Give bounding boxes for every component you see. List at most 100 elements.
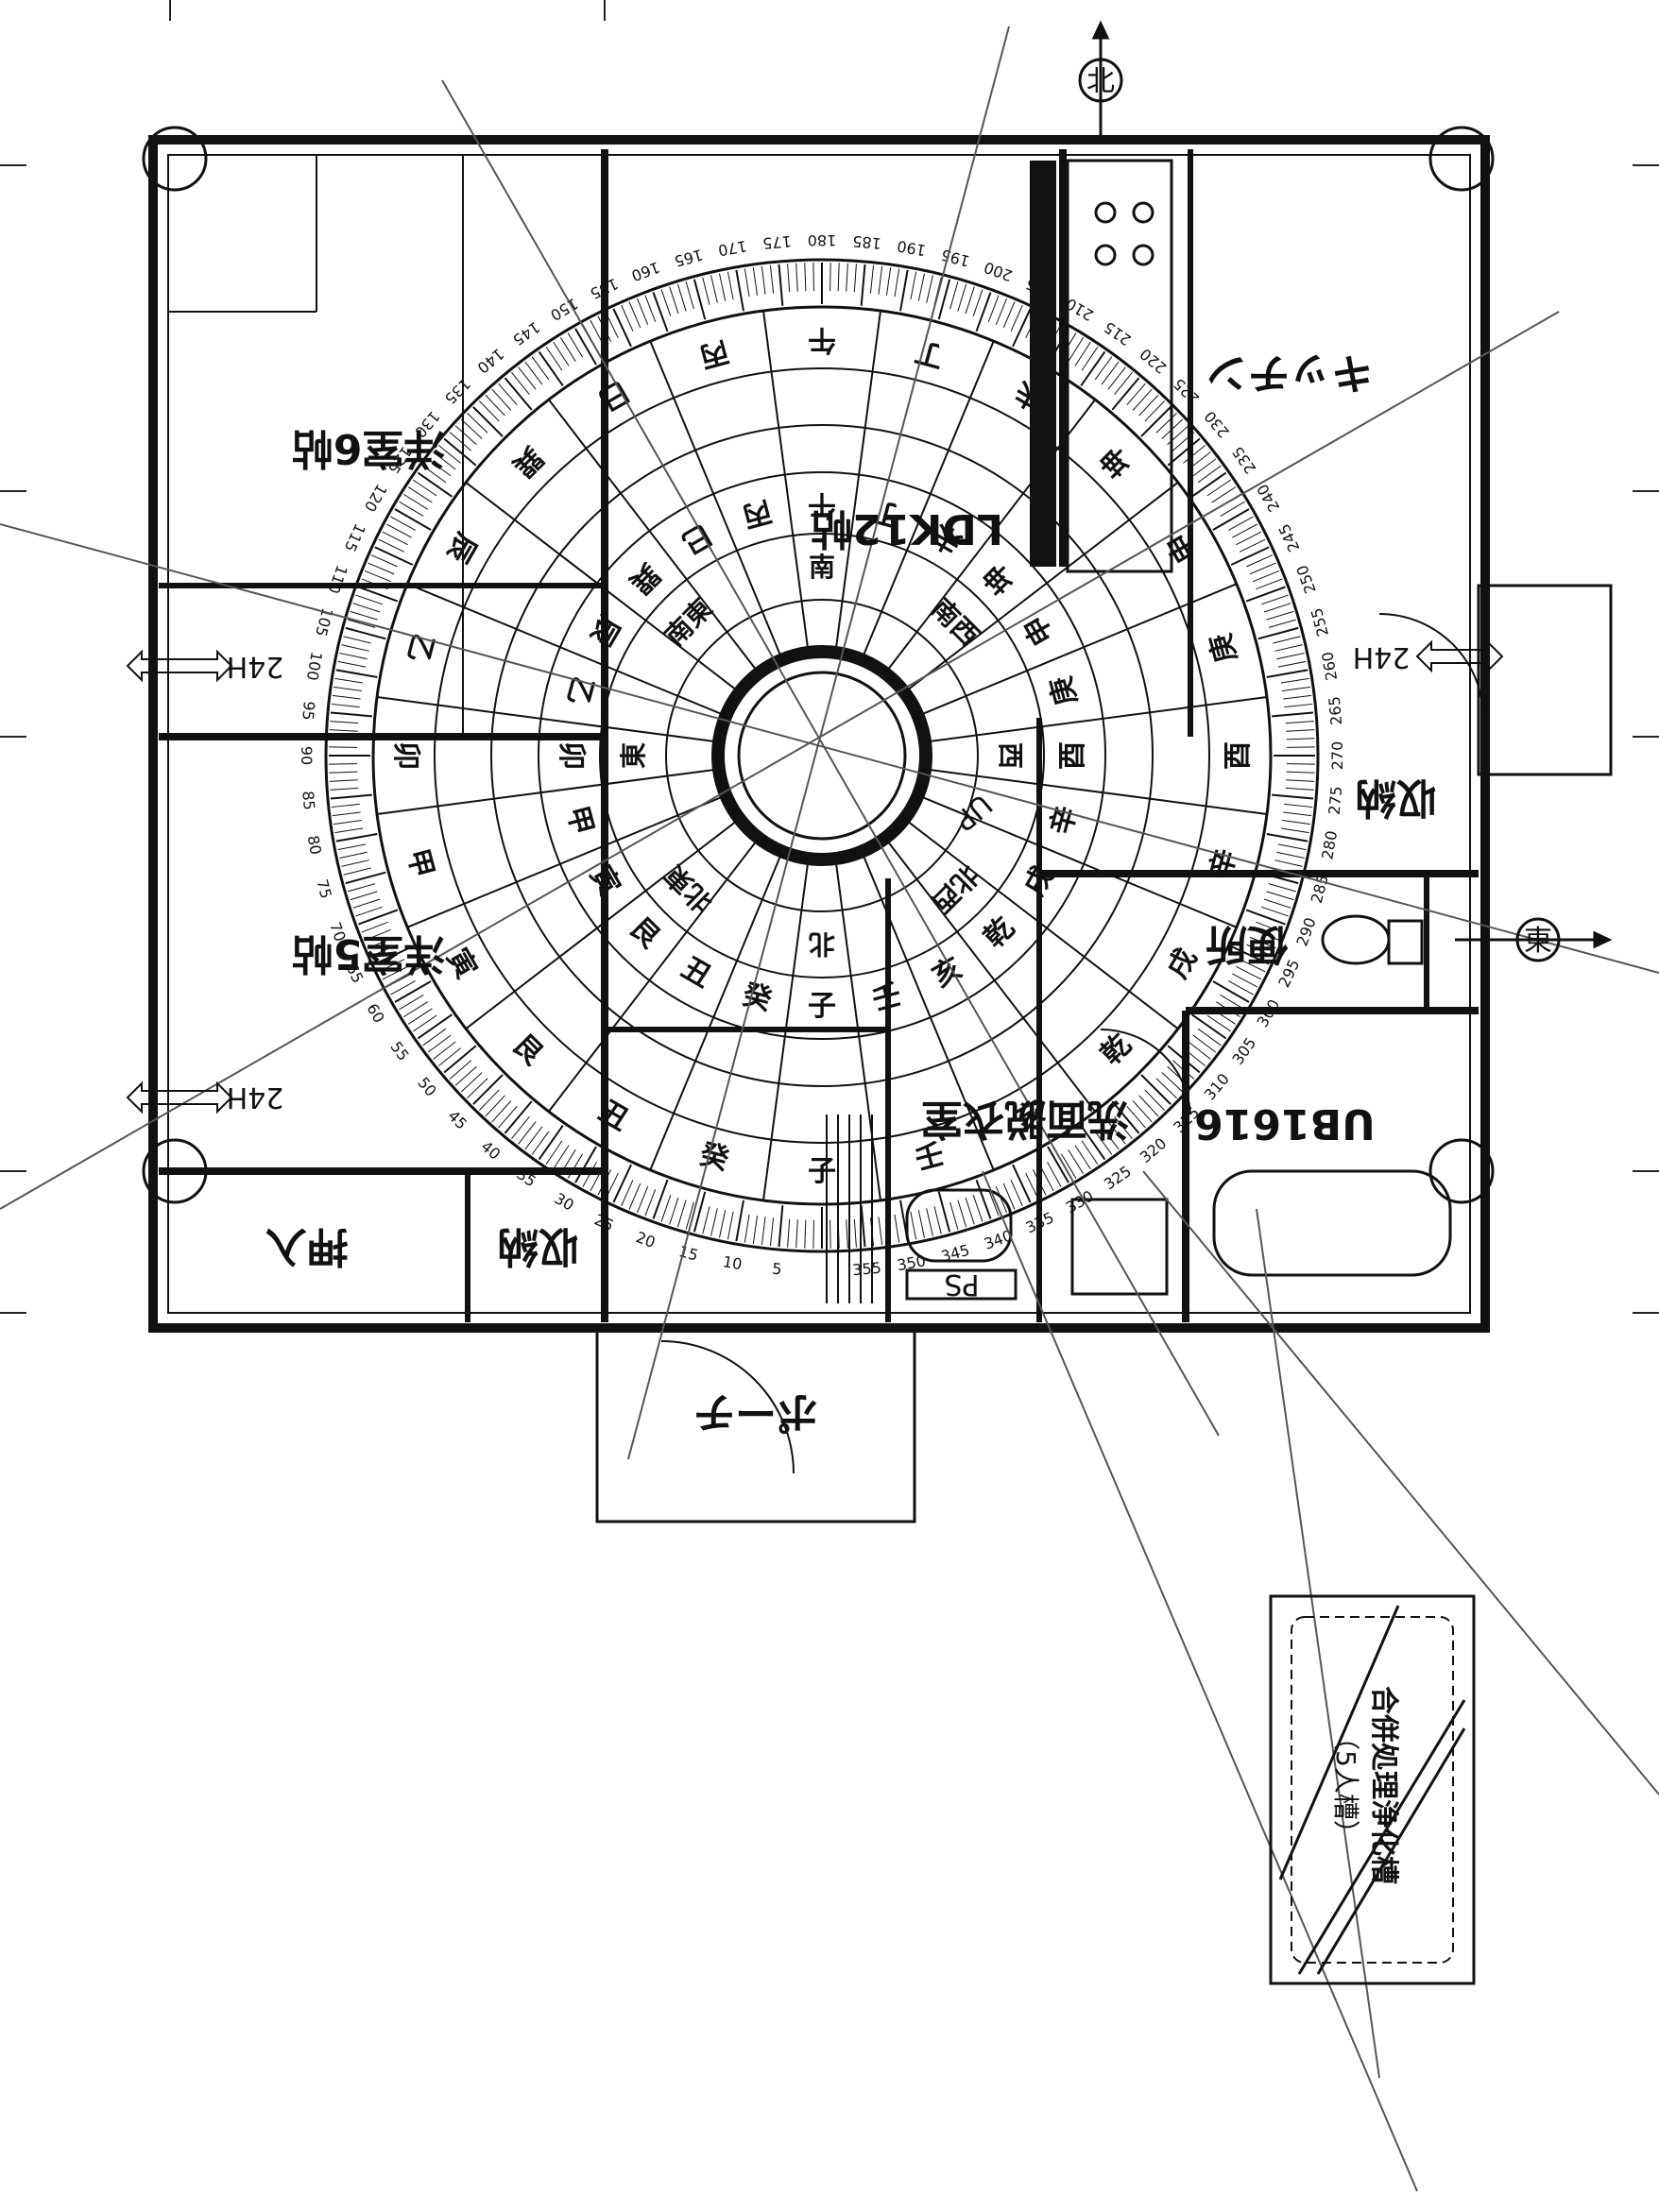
compass-rose xyxy=(324,258,1320,1253)
degree-tick xyxy=(1060,1153,1077,1179)
degree-label: 200 xyxy=(982,258,1015,284)
degree-label: 260 xyxy=(1318,651,1341,682)
degree-tick xyxy=(331,703,360,708)
stair-up-label: UP xyxy=(948,787,998,837)
degree-tick xyxy=(417,1013,453,1040)
room-ldk: LDK12帖 xyxy=(811,504,1003,553)
degree-tick xyxy=(1286,746,1315,748)
degree-tick xyxy=(334,819,362,825)
mountain-label: 戌 xyxy=(1161,944,1204,984)
degree-tick xyxy=(1266,833,1308,842)
degree-tick xyxy=(899,269,909,312)
degree-tick xyxy=(1047,1162,1062,1187)
degree-tick xyxy=(1286,779,1315,782)
degree-tick xyxy=(524,361,543,385)
degree-tick xyxy=(1283,694,1312,700)
degree-label: 220 xyxy=(1137,345,1171,377)
degree-tick xyxy=(917,1210,926,1238)
degree-label: 115 xyxy=(341,521,369,555)
degree-label: 40 xyxy=(477,1137,504,1164)
degree-tick xyxy=(636,298,649,326)
degree-tick xyxy=(1266,610,1294,621)
degree-tick xyxy=(1126,383,1146,406)
compass-spoke xyxy=(861,340,995,660)
degree-tick xyxy=(652,1179,669,1219)
degree-tick xyxy=(352,898,381,909)
degree-tick xyxy=(660,1195,672,1222)
degree-tick xyxy=(853,264,857,293)
degree-tick xyxy=(329,738,358,740)
degree-tick xyxy=(1236,965,1262,980)
degree-tick xyxy=(531,356,550,381)
degree-tick xyxy=(1039,319,1054,346)
degree-tick xyxy=(1263,603,1291,613)
degree-tick xyxy=(538,350,564,387)
degree-label: 120 xyxy=(361,481,391,515)
degree-tick xyxy=(597,1169,612,1196)
degree-tick xyxy=(718,273,727,301)
degree-label: 105 xyxy=(312,606,336,638)
mountain-label: 艮 xyxy=(506,1028,551,1072)
degree-label: 305 xyxy=(1228,1034,1259,1068)
degree-tick xyxy=(949,281,959,310)
compass-spoke xyxy=(406,583,727,717)
degree-tick xyxy=(1249,936,1276,949)
degree-tick xyxy=(1277,843,1307,851)
degree-label: 50 xyxy=(414,1074,440,1100)
degree-tick xyxy=(1132,388,1153,411)
mountain-label: 丁 xyxy=(912,334,948,374)
degree-label: 325 xyxy=(1101,1162,1135,1193)
degree-tick xyxy=(804,1219,807,1249)
degree-tick xyxy=(590,319,605,346)
degree-tick xyxy=(1192,1034,1217,1053)
degree-tick xyxy=(926,275,933,303)
degree-tick xyxy=(559,1149,576,1174)
degree-tick xyxy=(545,1140,563,1166)
degree-tick xyxy=(1256,578,1283,590)
degree-tick xyxy=(518,366,537,390)
degree-tick xyxy=(1286,729,1315,732)
degree-tick xyxy=(1285,721,1314,724)
compass-spoke xyxy=(649,340,783,660)
degree-tick xyxy=(685,281,694,310)
compass-spoke xyxy=(548,837,760,1113)
degree-tick xyxy=(1232,523,1258,538)
degree-tick xyxy=(612,1164,632,1203)
degree-tick xyxy=(355,594,383,605)
degree-tick xyxy=(1228,516,1254,531)
degree-tick xyxy=(1246,944,1274,957)
degree-tick xyxy=(368,936,395,949)
degree-tick xyxy=(975,292,992,332)
degree-label: 270 xyxy=(1328,741,1346,771)
septic-sub: （5人槽） xyxy=(1330,1724,1361,1846)
degree-tick xyxy=(899,1200,909,1242)
degree-tick xyxy=(412,1014,437,1032)
degree-tick xyxy=(443,1045,477,1074)
degree-tick xyxy=(957,1200,967,1228)
direction-label: 東 xyxy=(618,742,649,769)
degree-tick xyxy=(1263,898,1291,909)
degree-tick xyxy=(1232,973,1258,988)
degree-tick xyxy=(837,263,840,292)
degree-tick xyxy=(407,1008,433,1025)
degree-label: 170 xyxy=(717,237,748,260)
degree-tick xyxy=(987,1189,1000,1217)
mountain-label: 辰 xyxy=(583,610,625,651)
degree-tick xyxy=(1047,328,1069,366)
vent-label: 24H xyxy=(227,1080,284,1114)
degree-tick xyxy=(1280,827,1309,834)
degree-tick xyxy=(995,1185,1008,1214)
degree-tick xyxy=(727,1211,734,1240)
degree-tick xyxy=(460,418,483,439)
degree-tick xyxy=(358,586,399,603)
degree-tick xyxy=(361,578,388,590)
degree-tick xyxy=(1172,432,1195,451)
degree-label: 30 xyxy=(552,1189,577,1215)
degree-tick xyxy=(1167,1045,1201,1074)
degree-label: 255 xyxy=(1308,606,1332,638)
degree-tick xyxy=(329,729,358,732)
degree-tick xyxy=(422,1028,447,1046)
degree-tick xyxy=(812,1219,814,1249)
degree-tick xyxy=(1283,811,1312,817)
degree-label: 20 xyxy=(634,1228,658,1251)
